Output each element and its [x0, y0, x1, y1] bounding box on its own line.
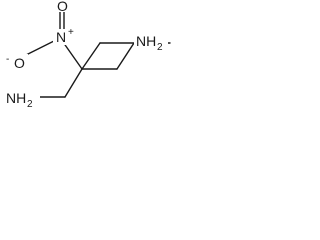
- amino-top-subscript: 2: [157, 42, 163, 53]
- nitro-group: N + O O -: [6, 0, 74, 71]
- amino-top-n: NH: [136, 33, 156, 49]
- bond-propyl-2: [116, 42, 135, 70]
- nitro-oxygen-single: O: [14, 55, 25, 71]
- amino-group-bottom: NH 2: [4, 87, 40, 110]
- nitro-oxygen-charge: -: [6, 54, 9, 65]
- amino-bottom-n: NH: [6, 90, 26, 106]
- skeleton-bonds: [21, 9, 171, 98]
- bond-c-ch2-bottom: [64, 68, 83, 98]
- amino-bottom-subscript: 2: [27, 99, 33, 110]
- nitro-nitrogen-charge: +: [68, 27, 74, 38]
- bond-c-ch2-top: [81, 42, 101, 70]
- nitro-nitrogen: N: [56, 29, 66, 45]
- amino-group-top: NH 2: [134, 30, 168, 53]
- chemical-structure: NH 2 NH 2 N + O O -: [4, 0, 171, 110]
- bond-c-nitro: [62, 41, 83, 70]
- nitro-oxygen-double: O: [57, 0, 68, 14]
